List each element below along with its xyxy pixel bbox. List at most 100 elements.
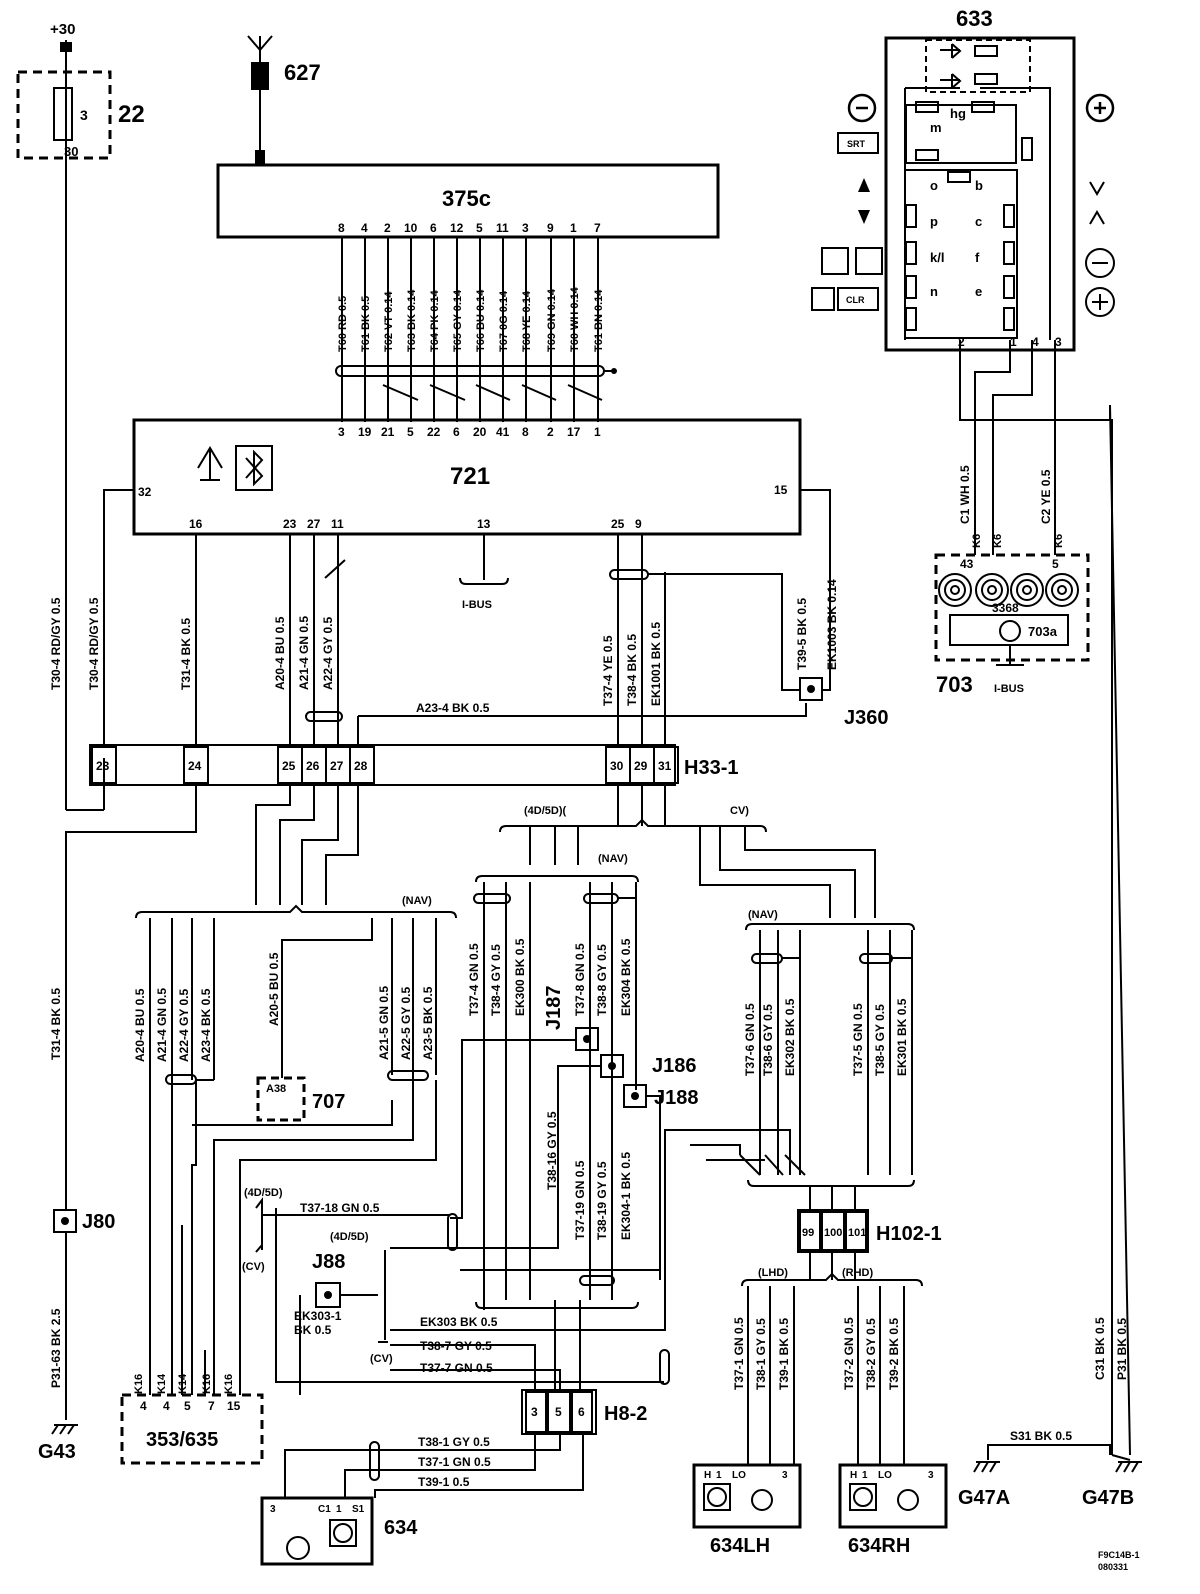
unit633-id: 633: [956, 6, 993, 31]
u353-code: K14: [177, 1373, 189, 1394]
cruise-icon: [811, 247, 883, 311]
p31-wire: P31 BK 0.5: [1115, 1318, 1129, 1380]
h8-pin: 5: [555, 1405, 562, 1419]
radio-wire: T64 PK 0.14: [429, 289, 441, 352]
u634rh-pin: LO: [878, 1470, 892, 1481]
supply-terminal: [60, 42, 72, 52]
radio-wire: T60 WH 0.14: [569, 286, 581, 352]
radio-wire: T60 RD 0.5: [337, 296, 349, 352]
u353-label: 353/635: [146, 1429, 218, 1451]
right-wire: EK1001 BK 0.5: [649, 622, 663, 706]
nav-right-wire: EK302 BK 0.5: [783, 998, 797, 1076]
right-wire: T39-5 BK 0.5: [795, 598, 809, 670]
module-ibus: I-BUS: [462, 599, 492, 611]
fuse-terminal: 30: [64, 144, 78, 159]
antenna-base: [255, 150, 265, 166]
h8-wire-1: EK303 BK 0.5: [420, 1315, 498, 1329]
j187-wire: T37-8 GN 0.5: [573, 943, 587, 1016]
module-bottom-pin: 13: [477, 517, 491, 531]
u634rh-pin: 3: [928, 1470, 934, 1481]
g47b-label: G47B: [1082, 1487, 1134, 1509]
radio-pin: 8: [338, 221, 345, 235]
radio-pin: 11: [496, 221, 509, 235]
unit633-switch: p: [930, 214, 938, 229]
antenna-connector: [251, 62, 269, 90]
clr-label: CLR: [846, 295, 865, 305]
antenna-id: 627: [284, 60, 321, 85]
arrow-up-icon: [858, 178, 870, 192]
unit633-switch: c: [975, 214, 982, 229]
variant-4d5d-2: (4D/5D): [244, 1187, 283, 1199]
variant-nav-1: (NAV): [402, 895, 432, 907]
doc-code-2: 080331: [1098, 1562, 1128, 1572]
radio-wire: T61 BN 0.14: [593, 289, 605, 352]
module-id: 721: [450, 463, 490, 490]
radio-pin: 7: [594, 221, 601, 235]
module-bottom-pin: 16: [189, 517, 203, 531]
module-top-pin: 17: [567, 425, 581, 439]
k6-1: K6: [971, 534, 983, 548]
radio-wire: T68 YE 0.14: [521, 290, 533, 352]
variant-nav-2: (NAV): [598, 853, 628, 865]
k6-2: K6: [992, 534, 1004, 548]
u634rh-label: 634RH: [848, 1535, 910, 1557]
module-top-pin: 2: [547, 425, 554, 439]
j187-wire: T37-4 GN 0.5: [467, 943, 481, 1016]
radio-wire: T62 VT 0.14: [383, 291, 395, 352]
left-wire: A21-4 GN 0.5: [297, 616, 311, 690]
h102-pin: 101: [848, 1227, 866, 1239]
unit633-switch: hg: [950, 106, 966, 121]
u634-label: 634: [384, 1517, 418, 1539]
u634lh-label: 634LH: [710, 1535, 770, 1557]
u634-wire-1: T38-1 GY 0.5: [418, 1435, 490, 1449]
nav-mid-wire: A21-5 GN 0.5: [377, 986, 391, 1060]
u634-pin: 1: [336, 1504, 342, 1515]
radio-id: 375c: [442, 186, 491, 211]
variant-4d5d: (4D/5D)(: [524, 805, 567, 817]
module-top-pin: 19: [358, 425, 372, 439]
h33-pin: 27: [330, 759, 344, 773]
radio-wire: T66 BU 0.14: [475, 289, 487, 352]
g43-wire: T31-4 BK 0.5: [49, 988, 63, 1060]
gear-plus-icon: [1085, 93, 1115, 123]
unit633-switch: b: [975, 178, 983, 193]
j186-dot: [608, 1062, 616, 1070]
radio-wire: T61 BK 0.5: [360, 296, 372, 352]
arrow-down-icon: [858, 210, 870, 224]
variant-nav-3: (NAV): [748, 909, 778, 921]
radio-pin: 1: [570, 221, 577, 235]
plus-icon: [1085, 287, 1115, 317]
c31-wire: C31 BK 0.5: [1093, 1317, 1107, 1380]
radio-pin: 3: [522, 221, 529, 235]
h8-pin: 3: [531, 1405, 538, 1419]
t37-18-label: T37-18 GN 0.5: [300, 1201, 380, 1215]
chevron-down-icon: [1089, 181, 1105, 196]
c2-wire: C2 YE 0.5: [1039, 469, 1053, 524]
unit633-pin: 2: [958, 335, 965, 349]
unit633-pin: 1: [1010, 335, 1017, 349]
h33-pin: 25: [282, 759, 296, 773]
ek303-1-color: BK 0.5: [294, 1323, 332, 1337]
h8-wire-2: T38-7 GY 0.5: [420, 1339, 492, 1353]
rhd-wire: T38-2 GY 0.5: [864, 1318, 878, 1390]
radio-wire: T67 0G 0.14: [498, 290, 510, 352]
module-bottom-pin: 11: [331, 517, 344, 531]
nav-right-wire: T38-5 GY 0.5: [873, 1004, 887, 1076]
lhd-wire: T37-1 GN 0.5: [732, 1317, 746, 1390]
u353-code: K16: [201, 1374, 213, 1394]
module-top-pin: 8: [522, 425, 529, 439]
h8-wire-3: T37-7 GN 0.5: [420, 1361, 493, 1375]
radio-pin: 4: [361, 221, 368, 235]
module-bottom-pin: 27: [307, 517, 321, 531]
variant-cv-3: (CV): [370, 1353, 393, 1365]
radio-pin: 9: [547, 221, 554, 235]
unit703-connector: 3368: [992, 601, 1019, 615]
left-wire: T30-4 RD/GY 0.5: [49, 597, 63, 690]
nav-right-wire: T37-6 GN 0.5: [743, 1003, 757, 1076]
variant-4d5d-3: (4D/5D): [330, 1231, 369, 1243]
u634lh-pin: 1: [716, 1470, 722, 1481]
radio-pin: 6: [430, 221, 437, 235]
j187-wire: T38-8 GY 0.5: [595, 944, 609, 1016]
nav-left-wire: A21-4 GN 0.5: [155, 988, 169, 1062]
